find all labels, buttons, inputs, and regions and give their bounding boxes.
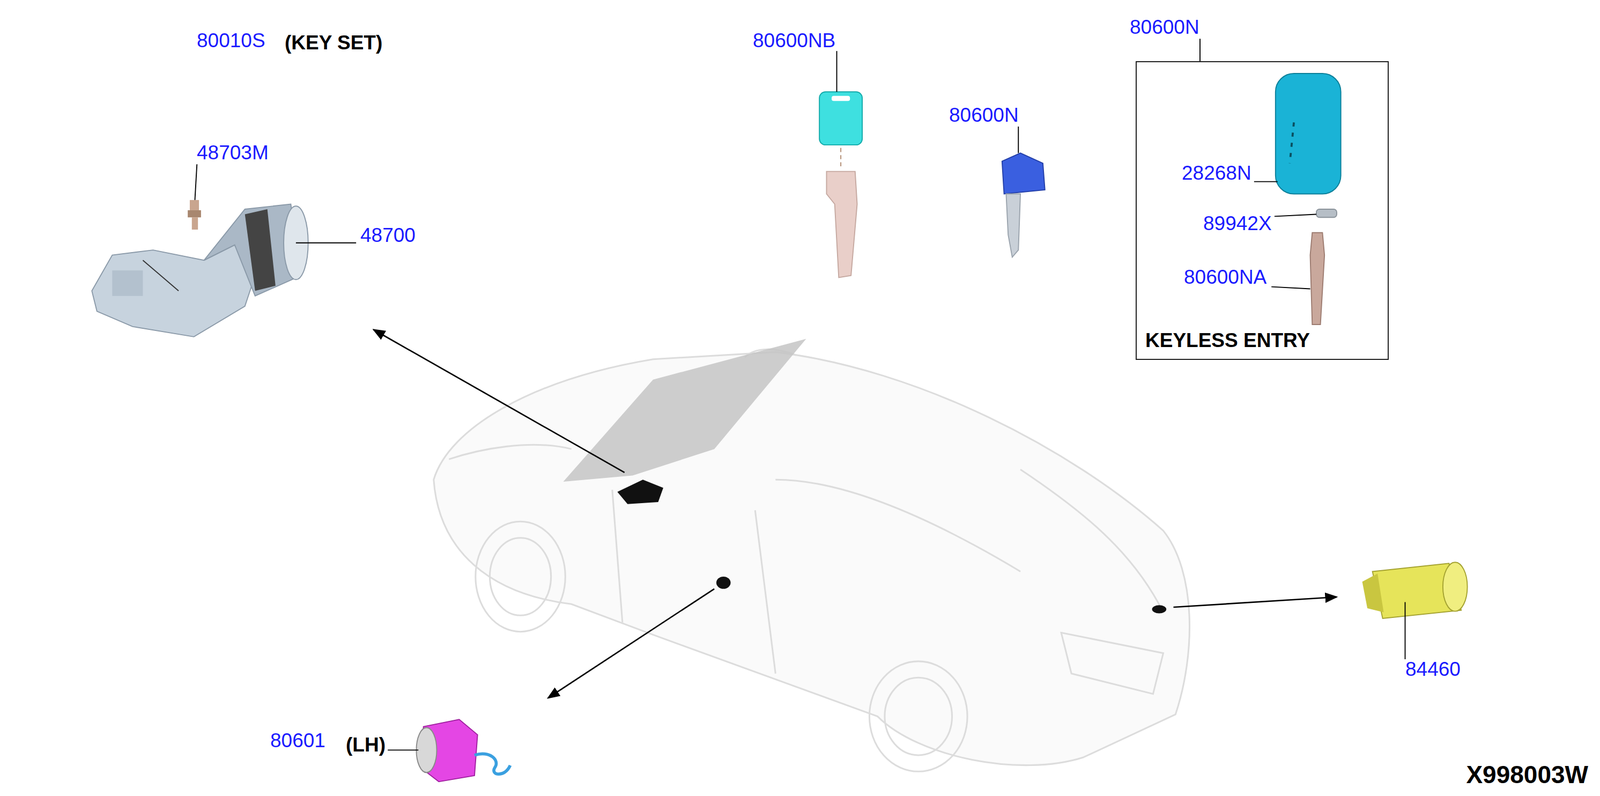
callout-number: 89942X: [1203, 211, 1272, 236]
callout-number: (LH): [345, 732, 386, 757]
callout-number: 80010S: [196, 28, 266, 53]
callout-number: 80601: [270, 728, 326, 753]
callout-number: 80600NB: [752, 28, 836, 53]
callout-number: 28268N: [1181, 161, 1252, 185]
bolt: [187, 200, 202, 230]
box-heading: KEYLESS ENTRY: [1145, 328, 1310, 353]
callout-number: 48700: [360, 223, 416, 248]
leader-lines: [194, 38, 1405, 750]
car-outline: [433, 349, 1190, 772]
trunk-lock-cylinder: [1362, 561, 1468, 619]
callout-number: X998003W: [1465, 759, 1589, 790]
steering-lock: [91, 204, 308, 337]
callout-number: 48703M: [196, 141, 269, 165]
callout-number: 80600NA: [1183, 265, 1267, 290]
door-lock-cylinder: [416, 719, 510, 782]
callout-number: (KEY SET): [284, 31, 383, 55]
callout-number: 80600N: [949, 103, 1019, 128]
callout-number: 80600N: [1129, 15, 1200, 40]
group-box: KEYLESS ENTRY: [1135, 61, 1389, 360]
callout-number: 84460: [1405, 657, 1461, 681]
